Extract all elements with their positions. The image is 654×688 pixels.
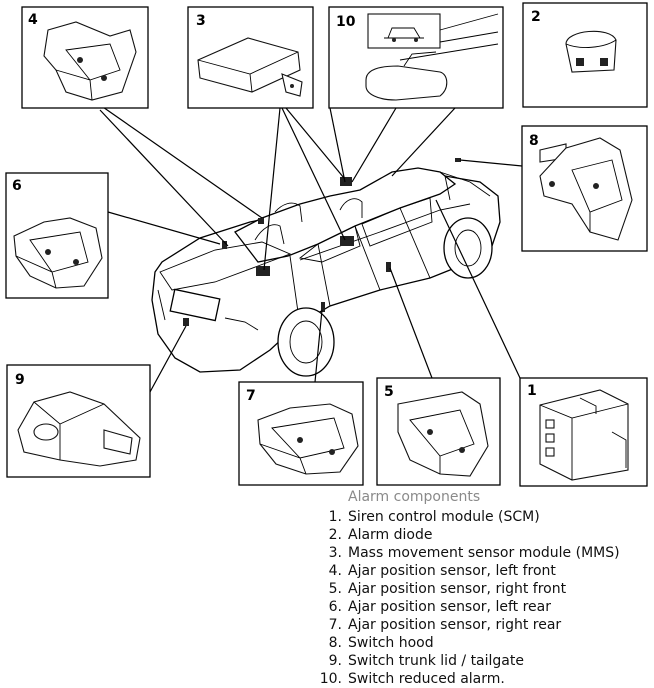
legend-item-number: 1.	[328, 509, 342, 525]
callout-number-2: 2	[531, 9, 541, 25]
legend-item: 9. Switch trunk lid / tailgate	[308, 652, 620, 670]
switch-hood-icon	[539, 137, 633, 241]
legend-item: 4. Ajar position sensor, left front	[308, 562, 620, 580]
callout-box-9: 9	[6, 364, 151, 478]
callout-box-7: 7	[238, 381, 364, 486]
legend-item-number: 9.	[328, 653, 342, 669]
legend-item: 5. Ajar position sensor, right front	[308, 580, 620, 598]
legend-item-number: 4.	[328, 563, 342, 579]
legend-item-text: Ajar position sensor, left front	[348, 563, 556, 579]
legend-item: 10. Switch reduced alarm.	[308, 670, 620, 688]
car-illustration	[151, 158, 501, 377]
legend-item: 2. Alarm diode	[308, 526, 620, 544]
callout-box-6: 6	[5, 172, 109, 299]
legend-item: 6. Ajar position sensor, left rear	[308, 598, 620, 616]
callout-box-3: 3	[187, 6, 314, 109]
callout-number-7: 7	[246, 388, 256, 404]
ajar-sensor-right-front-icon	[397, 391, 489, 477]
legend-item-number: 3.	[328, 545, 342, 561]
legend-item-number: 2.	[328, 527, 342, 543]
legend-item-text: Ajar position sensor, left rear	[348, 599, 551, 615]
callout-box-10: 10	[328, 6, 504, 109]
switch-trunk-lid-icon	[17, 391, 141, 467]
legend-item-text: Mass movement sensor module (MMS)	[348, 545, 620, 561]
legend-item: 8. Switch hood	[308, 634, 620, 652]
legend-item-text: Switch trunk lid / tailgate	[348, 653, 524, 669]
mass-movement-sensor-icon	[197, 37, 303, 97]
legend-item-number: 5.	[328, 581, 342, 597]
alarm-diode-icon	[565, 30, 617, 73]
leader-lines	[99, 104, 523, 393]
legend-list: 1. Siren control module (SCM) 2. Alarm dio…	[308, 508, 620, 688]
legend-item-number: 6.	[328, 599, 342, 615]
alarm-components-diagram: 1 2 3 4	[5, 2, 648, 487]
legend-item-number: 7.	[328, 617, 342, 633]
callout-number-4: 4	[28, 12, 38, 28]
callout-number-8: 8	[529, 133, 539, 149]
legend-item: 7. Ajar position sensor, right rear	[308, 616, 620, 634]
legend-item-text: Switch reduced alarm.	[348, 671, 505, 687]
legend-item-number: 10.	[319, 671, 342, 687]
legend-item-text: Siren control module (SCM)	[348, 509, 540, 525]
legend-item-text: Ajar position sensor, right rear	[348, 617, 562, 633]
ajar-sensor-left-rear-icon	[13, 217, 103, 289]
callout-box-1: 1	[519, 377, 648, 487]
switch-reduced-alarm-icon	[365, 13, 499, 101]
callout-number-3: 3	[196, 13, 206, 29]
legend-item-text: Ajar position sensor, right front	[348, 581, 567, 597]
callout-box-4: 4	[21, 6, 149, 109]
legend-item: 1. Siren control module (SCM)	[308, 508, 620, 526]
siren-control-module-icon	[539, 389, 629, 481]
legend-title: Alarm components	[348, 489, 481, 505]
callout-number-1: 1	[527, 383, 537, 399]
callout-number-5: 5	[384, 384, 394, 400]
callout-number-9: 9	[15, 372, 25, 388]
callout-number-10: 10	[336, 14, 356, 30]
ajar-sensor-left-front-icon	[43, 21, 137, 101]
callout-number-6: 6	[12, 178, 22, 194]
ajar-sensor-right-rear-icon	[257, 403, 359, 475]
callout-box-8: 8	[521, 125, 648, 252]
legend-item-text: Alarm diode	[348, 527, 433, 543]
legend-item-text: Switch hood	[348, 635, 434, 651]
legend-item-number: 8.	[328, 635, 342, 651]
callout-box-2: 2	[522, 2, 648, 108]
callout-box-5: 5	[376, 377, 501, 486]
legend-item: 3. Mass movement sensor module (MMS)	[308, 544, 620, 562]
